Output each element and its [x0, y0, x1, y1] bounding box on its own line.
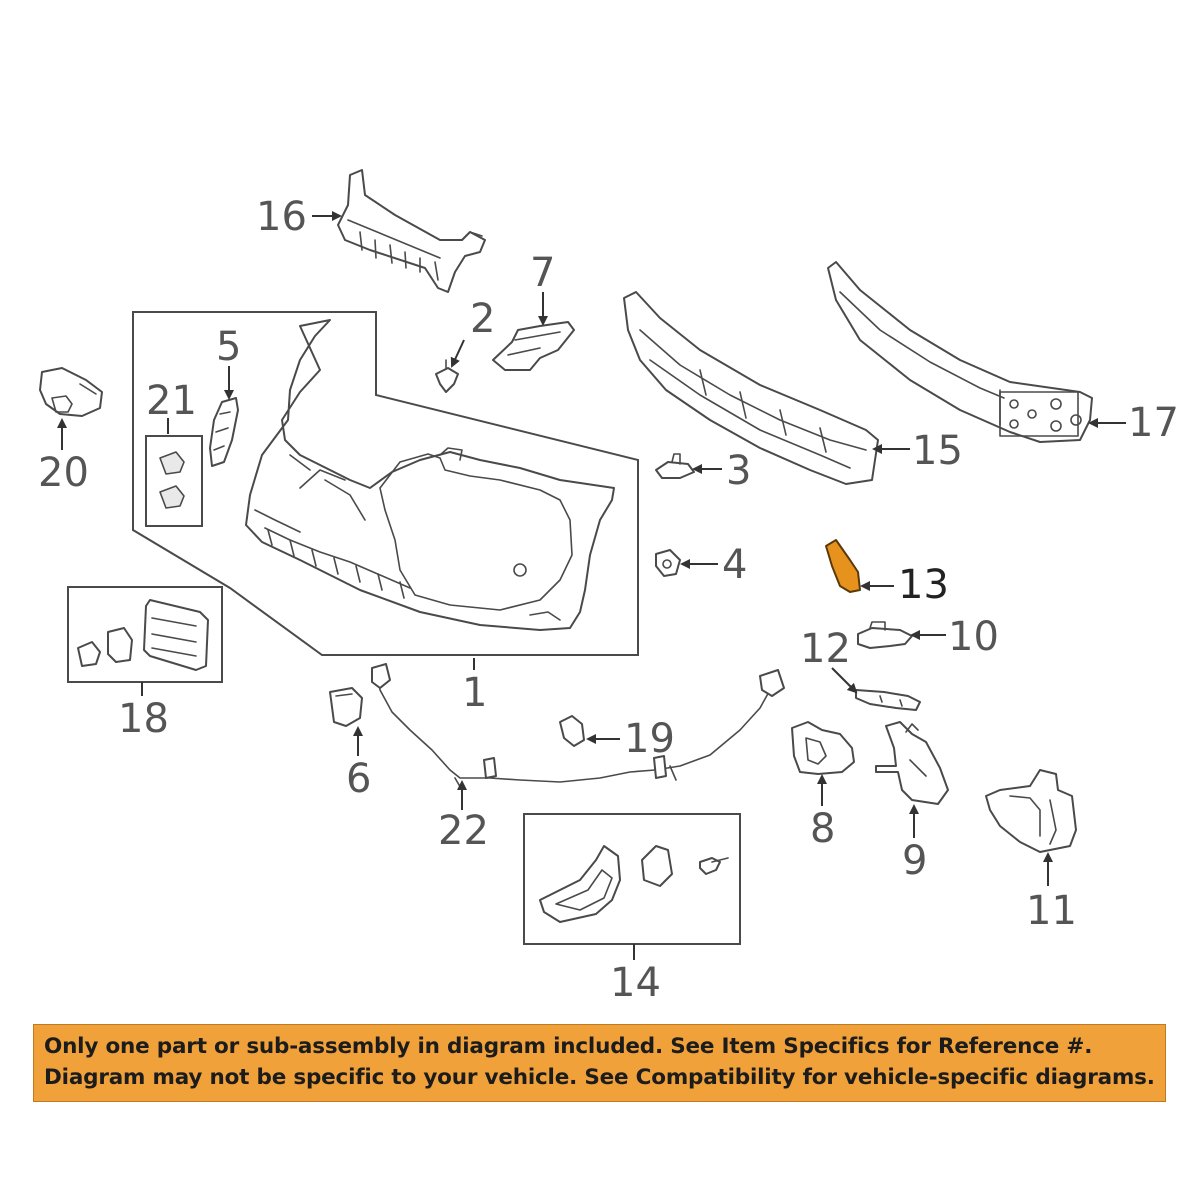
label-13: 13 [898, 562, 949, 608]
part-11-bracket [985, 769, 1077, 853]
part-3-clip [655, 453, 695, 479]
part-7-bracket [492, 321, 575, 371]
part-16-bracket [337, 169, 486, 293]
label-19: 19 [624, 716, 675, 762]
label-22: 22 [438, 808, 489, 854]
part-13-bracket-highlighted [825, 539, 861, 593]
disclaimer-line-1: Only one part or sub-assembly in diagram… [44, 1034, 1093, 1059]
part-4-nut [655, 549, 681, 577]
label-11: 11 [1026, 888, 1077, 934]
label-4: 4 [722, 542, 747, 588]
part-1-bumper-cover [245, 319, 615, 631]
part-5-side-piece [209, 397, 239, 467]
disclaimer-banner: Only one part or sub-assembly in diagram… [33, 1024, 1166, 1102]
part-12-bracket [855, 689, 921, 711]
label-20: 20 [38, 450, 89, 496]
part-15-absorber [623, 291, 879, 485]
label-21: 21 [146, 378, 197, 424]
part-14-fog-lamp [523, 813, 741, 945]
bumper-group-frame [132, 311, 639, 656]
label-5: 5 [216, 324, 241, 370]
leader-lines [57, 211, 1126, 960]
label-8: 8 [810, 806, 835, 852]
part-2-clip [435, 359, 459, 393]
label-6: 6 [346, 756, 371, 802]
disclaimer-line-2: Diagram may not be specific to your vehi… [44, 1065, 1155, 1090]
label-1: 1 [462, 670, 487, 716]
part-17-reinforcement [827, 261, 1093, 443]
label-7: 7 [530, 250, 555, 296]
part-6-cap [329, 687, 363, 727]
label-9: 9 [902, 838, 927, 884]
part-8-bracket [791, 721, 855, 775]
part-10-bracket [857, 621, 913, 649]
label-3: 3 [726, 448, 751, 494]
label-17: 17 [1128, 400, 1179, 446]
part-9-bracket [875, 721, 949, 805]
part-19-connector [559, 715, 585, 747]
label-10: 10 [948, 614, 999, 660]
part-21-holders [145, 435, 203, 527]
part-18-plate-bracket [67, 586, 223, 683]
part-labels: 16 7 2 5 21 20 3 4 15 17 13 10 12 1 18 6… [38, 194, 1179, 1006]
label-12: 12 [800, 626, 851, 672]
label-2: 2 [470, 296, 495, 342]
part-22-wire-harness [371, 663, 785, 791]
label-16: 16 [256, 194, 307, 240]
label-18: 18 [118, 696, 169, 742]
label-14: 14 [610, 960, 661, 1006]
part-20-sensor [39, 367, 103, 417]
label-15: 15 [912, 428, 963, 474]
